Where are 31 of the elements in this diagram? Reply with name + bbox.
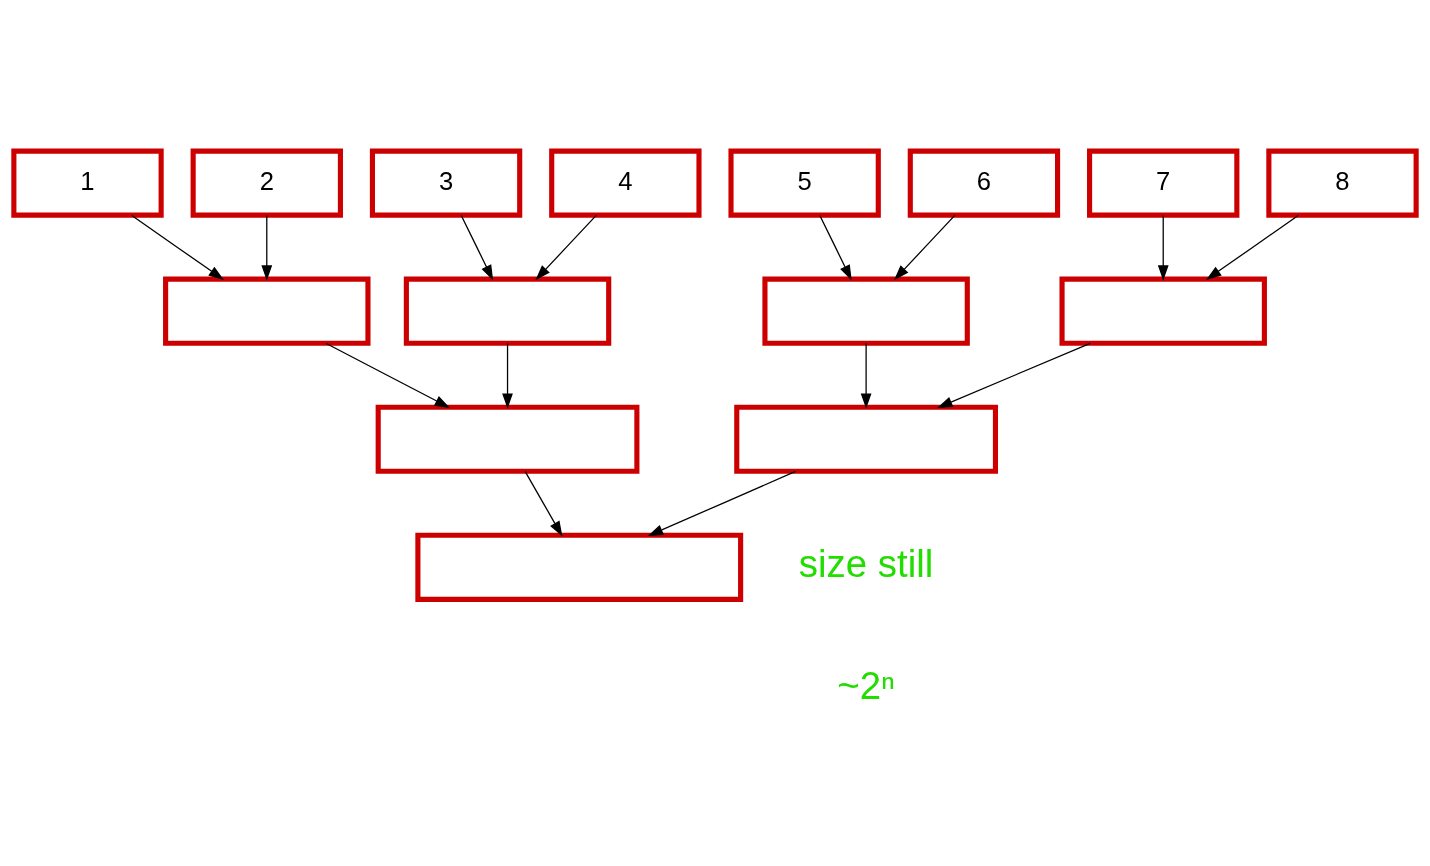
arrow [1206,214,1299,280]
arrow [460,214,494,281]
node-box: 6 [907,148,1061,218]
node-box [762,276,970,346]
arrow [647,470,797,536]
node-box [415,532,744,602]
label: ~2ⁿ [837,663,896,707]
node-box [1059,276,1267,346]
arrow [502,342,513,409]
node-box: 3 [369,148,523,218]
arrow [131,214,224,280]
arrow [535,214,597,280]
node-box: 8 [1266,148,1419,218]
node-box: 7 [1087,148,1240,218]
node-box [375,404,640,474]
arrow [524,470,563,537]
node-box: 5 [728,148,881,218]
node-box: 4 [549,148,702,218]
node-box: 1 [11,148,164,218]
arrow [325,342,450,408]
node-box [734,404,998,474]
label: size still [798,541,934,585]
arrow [819,214,852,281]
node-box [163,276,371,346]
arrow [937,342,1091,408]
node-box [403,276,612,346]
node-box: 2 [190,148,343,218]
arrow [261,214,273,281]
arrow [894,214,956,280]
arrow [1157,214,1169,281]
arrow [860,342,872,409]
